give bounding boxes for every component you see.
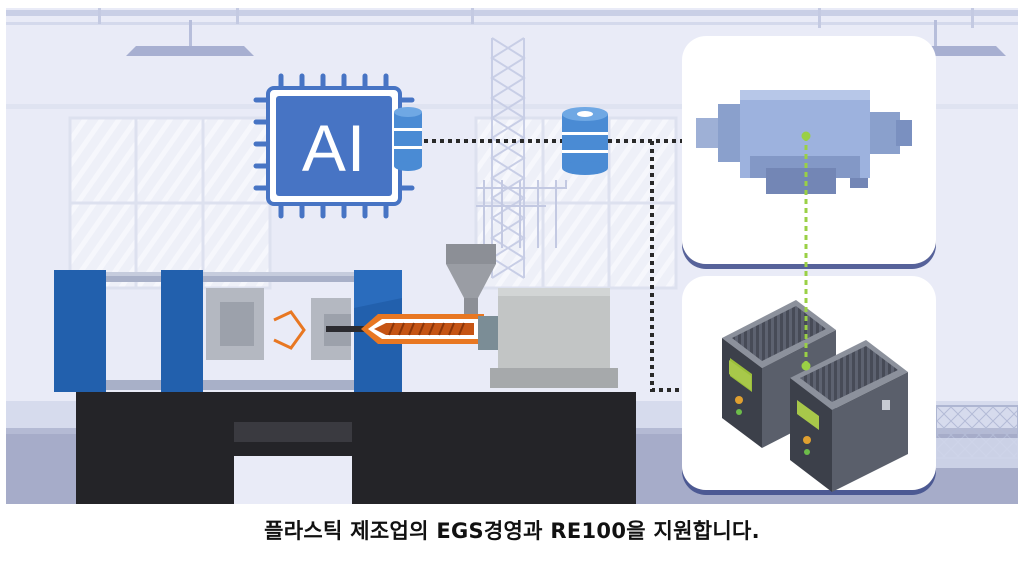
fence: [935, 405, 1018, 468]
database-icon: [394, 107, 422, 171]
ceiling-beams: [6, 8, 1018, 28]
data-link: [424, 139, 682, 392]
ceiling-lamp-icon: [126, 20, 254, 56]
caption: 플라스틱 제조업의 EGS경영과 RE100을 지원합니다.: [264, 519, 760, 543]
injection-molding-machine: [54, 244, 636, 504]
machine-base: [76, 392, 636, 504]
lattice-tower: [490, 37, 526, 279]
screw-barrel-icon: [361, 314, 484, 344]
moving-platen: [161, 270, 203, 392]
ai-chip-icon: AI: [253, 73, 415, 219]
hopper-icon: [446, 244, 496, 314]
stationary-platen: [54, 270, 106, 392]
factory-scene: AI: [6, 8, 1018, 504]
database-icon: [562, 107, 608, 175]
window-left: [68, 116, 272, 290]
stairs: [476, 180, 567, 248]
ai-label: AI: [302, 111, 366, 185]
control-link: [801, 131, 811, 371]
motor-icon: [696, 90, 912, 194]
